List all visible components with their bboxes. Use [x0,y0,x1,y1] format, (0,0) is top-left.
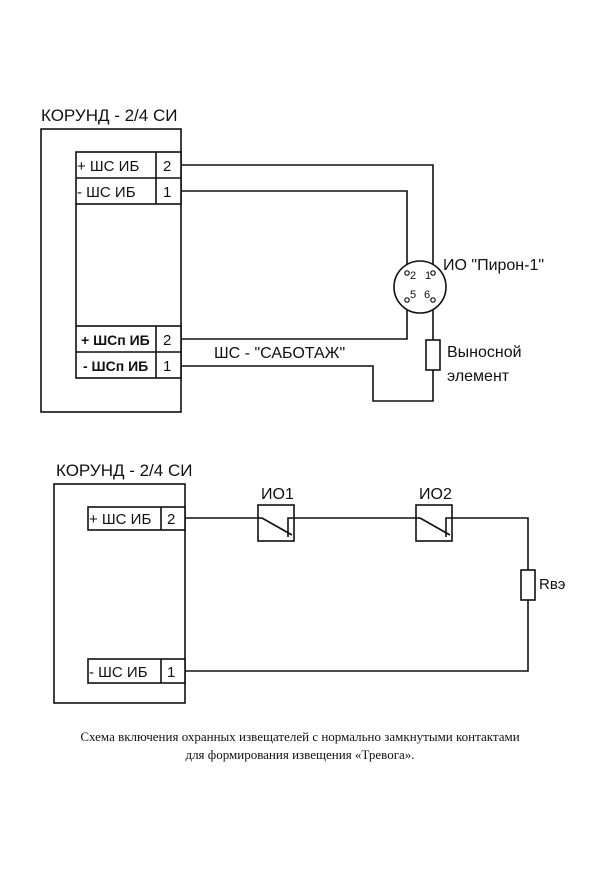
caption-line-2: для формирования извещения «Тревога». [185,747,414,762]
detector-io1 [257,504,295,542]
pin-contact [430,297,436,303]
pin-number: 1 [425,270,431,282]
terminal-number: 1 [163,184,171,201]
terminal-block-bottom [75,325,182,379]
wire-minus-shs [181,190,408,273]
resistor-label: Rвэ [539,576,566,593]
pin-number: 2 [410,270,416,282]
detector-label-io1: ИО1 [261,486,294,503]
pin-number: 6 [424,289,430,301]
detector-label-io2: ИО2 [419,486,452,503]
device-title-1: КОРУНД - 2/4 СИ [41,106,177,125]
caption-line-1: Схема включения охранных извещателей с н… [80,729,519,744]
terminal-number: 2 [167,511,175,528]
remote-element-resistor [425,339,441,371]
contact-blade [261,517,293,536]
diagram-2: КОРУНД - 2/4 СИ + ШС ИБ 2 - ШС ИБ 1 ИО1 [53,461,566,704]
wire-plus-shsp [181,300,408,340]
detector-piron: 2 1 5 6 [393,260,447,314]
end-of-line-resistor [520,569,536,601]
diagram-1: КОРУНД - 2/4 СИ + ШС ИБ 2 - ШС ИБ 1 + ШС… [40,106,544,413]
terminal-label-plus-shs: + ШС ИБ [77,158,139,175]
wire-plus-shs [181,164,434,273]
terminal-label-minus-shsp: - ШСп ИБ [83,358,148,374]
detector-label: ИО "Пирон-1" [443,257,544,274]
terminal-number: 2 [163,158,171,175]
device-title-2: КОРУНД - 2/4 СИ [56,461,192,480]
remote-element-label-line1: Выносной [447,344,522,361]
wire-resistor-return [185,600,529,672]
wire-minus-shsp [181,365,434,402]
detector-body [393,260,447,314]
terminal-label-plus-shsp: + ШСп ИБ [81,332,150,348]
terminal-label-minus-shs: - ШС ИБ [77,184,136,201]
contact-stop [287,517,294,537]
detector-io2 [415,504,453,542]
pin-contact [404,270,410,276]
pin-contact [404,297,410,303]
contact-stop [445,517,452,537]
terminal-label-minus-shs: - ШС ИБ [89,664,148,681]
terminal-label-plus-shs: + ШС ИБ [89,511,151,528]
terminal-number: 2 [163,332,171,349]
terminal-minus-shs [87,658,186,684]
loop-label-sabotage: ШС - "САБОТАЖ" [214,345,345,362]
pin-number: 5 [410,289,416,301]
contact-blade [419,517,451,536]
terminal-block-top [75,151,182,326]
terminal-number: 1 [163,358,171,375]
terminal-number: 1 [167,664,175,681]
pin-contact [430,270,436,276]
wire-io2-resistor [452,517,529,570]
remote-element-label-line2: элемент [447,368,510,385]
